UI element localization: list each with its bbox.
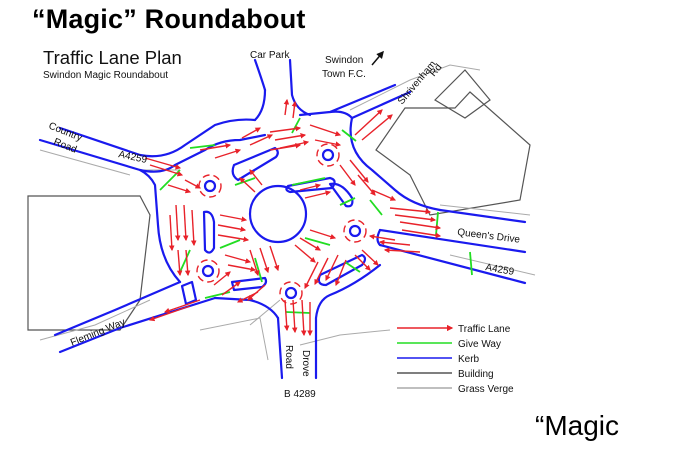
label-drove: Drove [300,350,311,377]
label-b4289: B 4289 [284,389,316,400]
legend: Traffic Lane Give Way Kerb Building Gras… [397,324,514,395]
circular-arrows-icon [198,174,222,198]
legend-label: Give Way [458,339,501,350]
legend-item-grass-verge: Grass Verge [397,384,514,395]
give-way-lines [159,117,473,314]
label-fleming-way: Fleming Way [69,317,127,349]
circular-arrows-icon [196,259,220,283]
legend-label: Kerb [458,354,480,365]
legend-item-traffic-lane: Traffic Lane [397,324,511,335]
legend-item-give-way: Give Way [397,339,501,350]
legend-label: Traffic Lane [458,324,511,335]
plan-title: Traffic Lane Plan [43,47,182,68]
legend-item-building: Building [397,369,494,380]
grass-verge [39,64,536,361]
kerbs [38,58,527,380]
circular-arrows-icon [279,281,303,305]
label-a4259-right: A4259 [484,262,515,278]
mini-roundabout-arrows [196,143,367,305]
circular-arrows-icon [316,143,340,167]
traffic-lanes [144,98,442,337]
plan-subtitle: Swindon Magic Roundabout [43,70,168,81]
buildings [27,69,531,331]
label-car-park: Car Park [250,50,290,61]
slide-title: “Magic” Roundabout [32,4,306,34]
legend-label: Building [458,369,494,380]
label-town-fc: Town F.C. [322,69,366,80]
label-swindon: Swindon [325,55,363,66]
label-road: Road [283,345,294,369]
footer-text: “Magic [535,410,620,441]
circular-arrows-icon [343,219,367,243]
arrow-up-right-icon [371,50,384,66]
legend-label: Grass Verge [458,384,514,395]
legend-item-kerb: Kerb [397,354,480,365]
